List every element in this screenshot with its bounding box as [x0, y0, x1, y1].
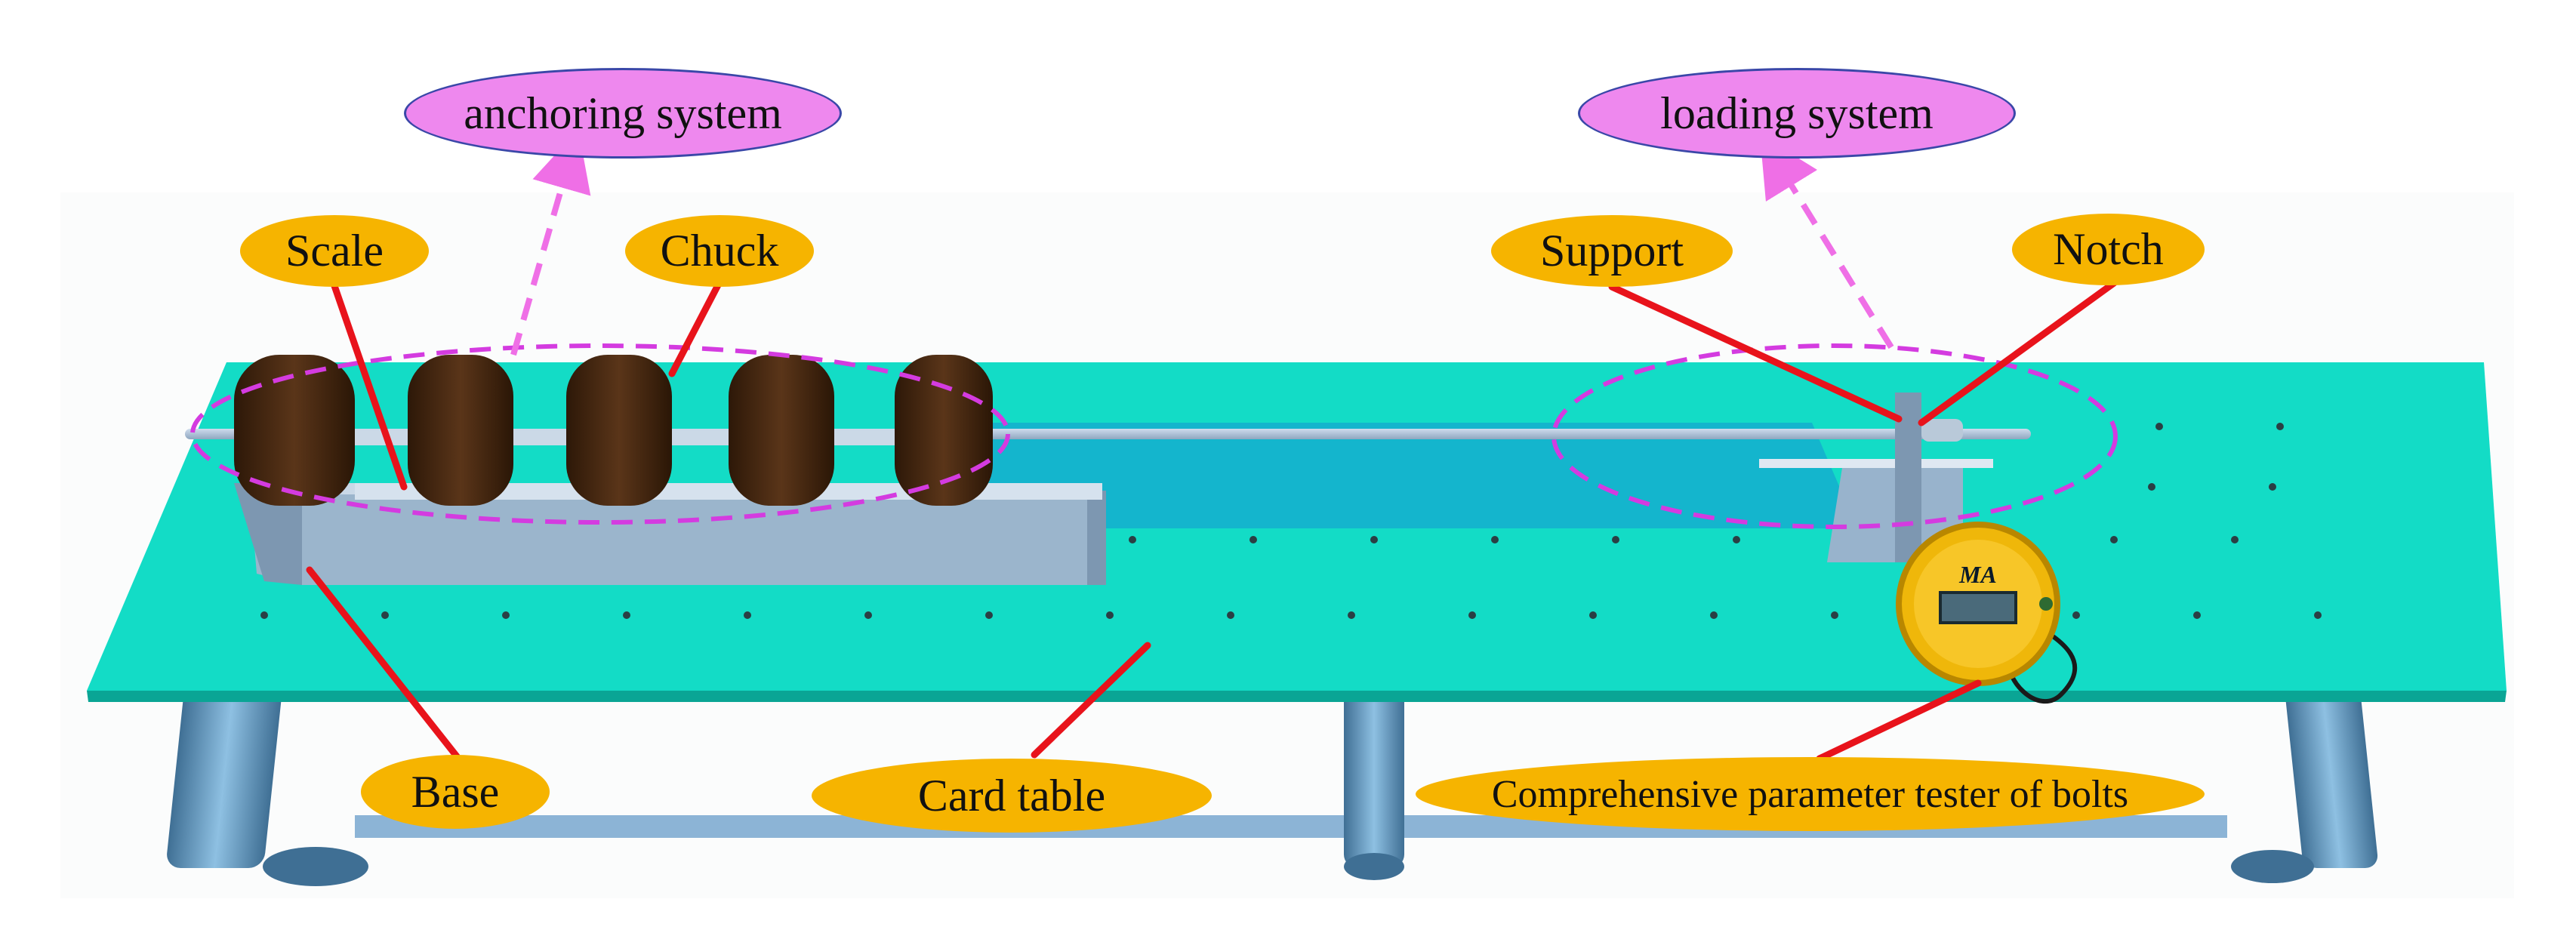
scale-label: Scale: [240, 215, 429, 287]
scale-leader: [328, 276, 408, 491]
chuck-label: Chuck: [625, 215, 814, 287]
loading-system-label: loading system: [1578, 68, 2016, 159]
anchoring-base: [234, 483, 1106, 585]
anchoring-system-outline: [190, 343, 1010, 525]
tester-label: Comprehensive parameter tester of bolts: [1416, 757, 2205, 831]
card-table-label: Card table: [812, 759, 1212, 833]
leader-lines: [306, 276, 2118, 762]
tester-leader: [1816, 679, 1982, 762]
chuck-leader: [668, 276, 725, 377]
support-leader: [1608, 283, 1903, 423]
support-label: Support: [1491, 215, 1733, 287]
notch-label: Notch: [2012, 214, 2205, 285]
loading-system-outline: [1551, 343, 2118, 529]
base-leader: [306, 566, 461, 760]
tester-brand-mark: MA: [1958, 561, 1997, 588]
card-table-leader: [1031, 642, 1151, 759]
notch-leader: [1918, 279, 2118, 426]
bolt-parameter-tester: MA: [1896, 522, 2078, 704]
base-label: Base: [361, 755, 550, 829]
chuck-group: [234, 355, 993, 506]
loading-arrow: [1759, 134, 1894, 349]
anchoring-system-label: anchoring system: [404, 68, 842, 159]
